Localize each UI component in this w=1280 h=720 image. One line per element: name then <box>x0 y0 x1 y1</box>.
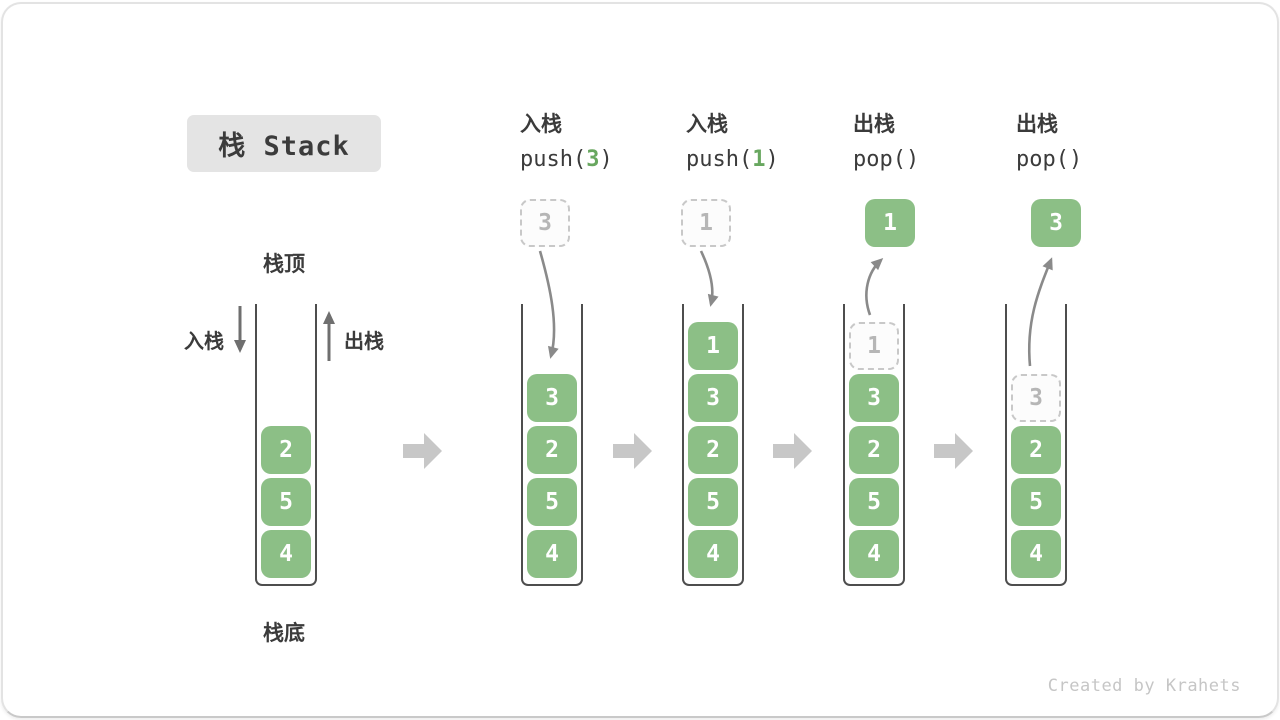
incoming-value-box: 3 <box>520 199 570 247</box>
popped-slot: 3 <box>1011 374 1061 422</box>
op-label-step1: 入栈 push(3) <box>520 112 613 173</box>
stack-top-label: 栈顶 <box>263 253 305 276</box>
push-in-arrow-icon <box>699 250 719 307</box>
popped-value-box: 1 <box>865 199 915 247</box>
page-title: 栈 Stack <box>218 131 350 162</box>
call-post: ) <box>599 147 613 172</box>
op-name: 出栈 <box>1016 113 1058 136</box>
stack-cell: 4 <box>849 530 899 578</box>
title-badge: 栈 Stack <box>187 115 381 172</box>
stack-cell: 5 <box>527 478 577 526</box>
pop-direction-label: 出栈 <box>344 331 384 353</box>
stack-cell: 2 <box>527 426 577 474</box>
call-arg: 3 <box>586 147 600 172</box>
flow-arrow-icon <box>613 433 652 469</box>
call-pre: push( <box>686 147 753 172</box>
stack-cell: 1 <box>688 322 738 370</box>
stack-cell: 5 <box>849 478 899 526</box>
op-call: push(3) <box>520 147 613 173</box>
stack-cell: 3 <box>849 374 899 422</box>
call-post: ) <box>1068 147 1083 172</box>
stack-cell: 5 <box>1011 478 1061 526</box>
stack-cell: 4 <box>261 530 311 578</box>
op-label-step3: 出栈 pop() <box>853 112 919 173</box>
op-call: push(1) <box>686 147 779 173</box>
flow-arrow-icon <box>773 433 812 469</box>
stack-bottom-label: 栈底 <box>263 622 305 645</box>
op-label-step2: 入栈 push(1) <box>686 112 779 173</box>
stack-cell: 3 <box>688 374 738 422</box>
op-name: 入栈 <box>520 113 562 136</box>
call-pre: pop( <box>853 147 906 172</box>
stack-cell: 4 <box>688 530 738 578</box>
flow-arrow-icon <box>934 433 973 469</box>
stack-cell: 2 <box>849 426 899 474</box>
flow-arrow-icon <box>403 433 442 469</box>
op-call: pop() <box>853 147 919 173</box>
call-pre: pop( <box>1016 147 1069 172</box>
stack-cell: 4 <box>1011 530 1061 578</box>
call-pre: push( <box>520 147 587 172</box>
incoming-value-box: 1 <box>681 199 731 247</box>
stack-cell: 5 <box>688 478 738 526</box>
stack-cell: 4 <box>527 530 577 578</box>
op-label-step4: 出栈 pop() <box>1016 112 1082 173</box>
op-name: 入栈 <box>686 113 728 136</box>
op-call: pop() <box>1016 147 1082 173</box>
popped-value-box: 3 <box>1031 199 1081 247</box>
stack-cell: 2 <box>1011 426 1061 474</box>
popped-slot: 1 <box>849 322 899 370</box>
call-post: ) <box>905 147 920 172</box>
arrows-overlay <box>234 250 1053 469</box>
stack-cell: 2 <box>261 426 311 474</box>
op-name: 出栈 <box>853 113 895 136</box>
stack-cell: 5 <box>261 478 311 526</box>
watermark: Created by Krahets <box>1047 676 1241 696</box>
stack-cell: 3 <box>527 374 577 422</box>
push-direction-label: 入栈 <box>184 331 224 353</box>
call-post: ) <box>765 147 779 172</box>
call-arg: 1 <box>752 147 766 172</box>
stack-cell: 2 <box>688 426 738 474</box>
